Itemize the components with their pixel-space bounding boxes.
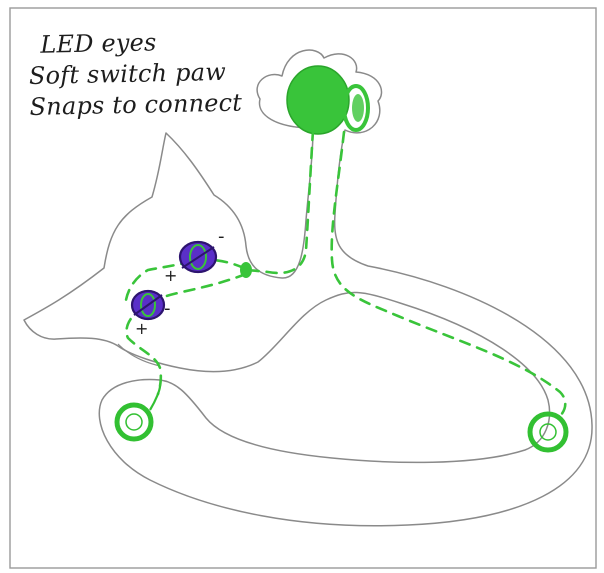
left-eye-negative-mark: - (164, 298, 171, 319)
snap-icon (117, 386, 160, 439)
left-eye-positive-mark: + (135, 319, 148, 338)
led-eye-icon (132, 291, 164, 319)
trace-junction (240, 262, 252, 278)
right-eye-positive-mark: + (164, 266, 177, 285)
right-eye-negative-mark: - (218, 226, 225, 247)
cat-chin-line (118, 344, 160, 366)
soft-switch-paw-icon (287, 66, 368, 134)
led-eye-icon (180, 242, 216, 272)
snap-icon (530, 414, 566, 450)
circuit-traces (126, 130, 565, 416)
trace-paw-right (332, 132, 566, 416)
